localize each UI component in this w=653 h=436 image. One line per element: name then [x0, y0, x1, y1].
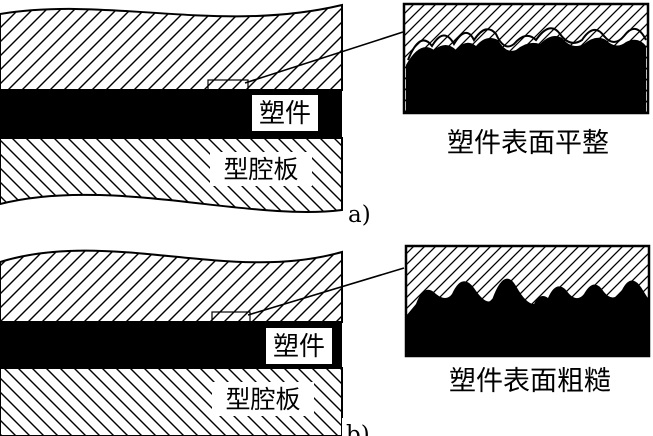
plate-label-bg — [212, 382, 314, 416]
part-label-bg — [252, 95, 318, 131]
panel-sublabel: a) — [348, 202, 371, 228]
plate-label: 型腔板 — [225, 385, 300, 414]
surface-detail-inset — [404, 244, 651, 358]
detail-marker-box — [211, 311, 251, 323]
part-surface-profile — [406, 278, 649, 356]
upper-mold-block — [0, 249, 343, 323]
panel-a: 塑件 型腔板 a) 塑件表面平整 — [0, 2, 650, 228]
inset-caption: 塑件表面平整 — [447, 128, 609, 159]
leader-line — [244, 31, 404, 84]
detail-marker-box — [207, 79, 249, 91]
plate-label-bg — [210, 152, 312, 186]
part-label: 塑件 — [259, 99, 311, 129]
plate-label: 型腔板 — [223, 155, 298, 184]
part-label: 塑件 — [273, 332, 325, 362]
part-label-bg — [266, 328, 332, 364]
leader-line — [247, 267, 405, 316]
upper-mold-block — [0, 3, 343, 91]
panel-b: 塑件 型腔板 b) 塑件表面粗糙 — [0, 244, 651, 436]
panel-sublabel: b) — [346, 422, 370, 436]
mold-surface-outline — [407, 27, 647, 61]
part-surface-profile — [406, 36, 646, 113]
surface-detail-inset — [402, 2, 650, 115]
inset-caption: 塑件表面粗糙 — [449, 366, 611, 397]
